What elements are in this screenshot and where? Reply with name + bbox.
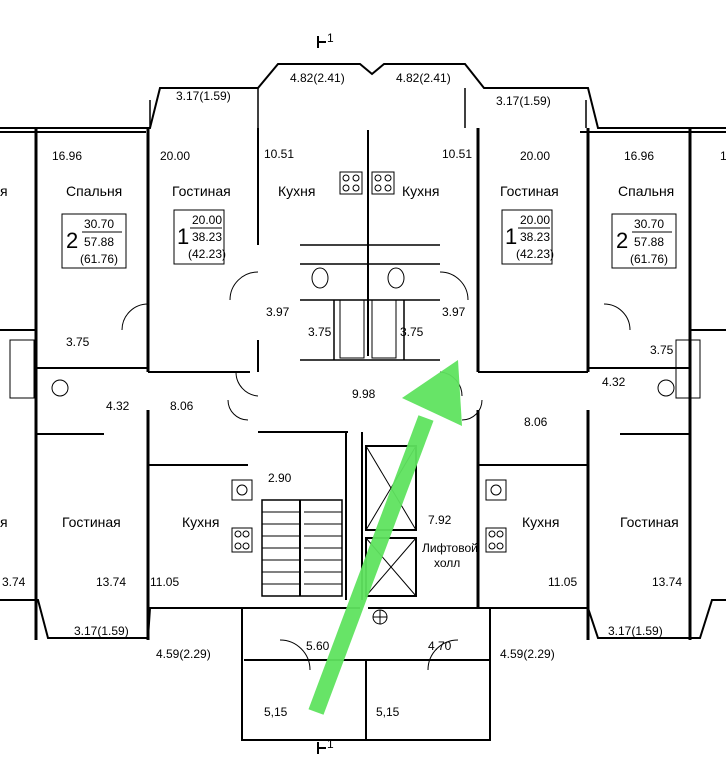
room-lift-hall-line2: холл — [434, 556, 460, 570]
apt-num-right-2: 2 — [616, 228, 628, 253]
area-hall-right: 3.97 — [442, 305, 466, 319]
apt-num-left-1: 1 — [177, 224, 189, 249]
entrance-arrow — [308, 360, 462, 715]
apt-top-right-2: 30.70 — [634, 217, 664, 231]
apt-bot-right-1: (42.23) — [516, 247, 554, 261]
balcony-top-1: 3.17(1.59) — [176, 89, 231, 103]
balcony-bottom-2: 4.59(2.29) — [156, 647, 211, 661]
apt-top-right-1: 20.00 — [520, 213, 550, 227]
area-kitchen-left: 10.51 — [264, 147, 294, 161]
area-corr-right: 4.32 — [602, 375, 626, 389]
section-mark-bottom: 1 — [327, 737, 334, 751]
arrow-shaft — [308, 415, 434, 715]
area-kitchen-low-left: 11.05 — [150, 575, 179, 589]
apt-num-left-2: 2 — [66, 228, 78, 253]
area-porch-left: 5,15 — [264, 705, 288, 719]
arrow-head — [402, 360, 462, 426]
room-living-low-left: Гостиная — [62, 514, 121, 530]
area-porch-right: 5,15 — [376, 705, 400, 719]
area-bedroom-left: 16.96 — [52, 149, 82, 163]
area-living-left: 20.00 — [160, 149, 190, 163]
balcony-top-3: 4.82(2.41) — [396, 71, 451, 85]
area-corridor: 9.98 — [352, 387, 376, 401]
edge-fragment-right-1: 1 — [720, 149, 726, 163]
balcony-top-2: 4.82(2.41) — [290, 71, 345, 85]
room-living-left: Гостиная — [172, 183, 231, 199]
room-living-right: Гостиная — [500, 183, 559, 199]
apt-bot-left-1: (42.23) — [188, 247, 226, 261]
area-living-low-right: 13.74 — [652, 575, 682, 589]
edge-fragment-left-1: я — [0, 183, 8, 199]
area-lift-hall: 7.92 — [428, 513, 452, 527]
area-vestibule: 5.60 — [306, 639, 330, 653]
apt-bot-left-2: (61.76) — [80, 252, 118, 266]
room-living-low-right: Гостиная — [620, 514, 679, 530]
apt-label-right-2: 2 30.70 57.88 (61.76) — [611, 213, 677, 269]
area-entry-left: 8.06 — [170, 399, 194, 413]
balcony-bottom-1: 3.17(1.59) — [74, 624, 129, 638]
fixtures — [9, 171, 701, 625]
area-living-right: 20.00 — [520, 149, 550, 163]
area-bath-right: 3.75 — [400, 325, 424, 339]
area-hall-left: 3.97 — [266, 305, 290, 319]
apt-label-right-1: 1 20.00 38.23 (42.23) — [501, 209, 554, 265]
room-lift-hall-line1: Лифтовой — [422, 541, 478, 555]
walls — [0, 63, 726, 741]
room-bedroom-right: Спальня — [618, 183, 674, 199]
room-kitchen-right: Кухня — [402, 183, 439, 199]
apt-top-left-1: 20.00 — [192, 213, 222, 227]
apt-mid-left-1: 38.23 — [192, 230, 222, 244]
edge-fragment-left-2: я — [0, 514, 8, 530]
area-edge-left: 3.74 — [2, 575, 26, 589]
section-marks — [317, 36, 326, 754]
apt-top-left-2: 30.70 — [84, 217, 114, 231]
area-entry-right: 8.06 — [524, 415, 548, 429]
room-kitchen-low-right: Кухня — [522, 514, 559, 530]
area-living-low-left: 13.74 — [96, 575, 126, 589]
area-stair: 2.90 — [268, 471, 292, 485]
balcony-bottom-3: 4.59(2.29) — [500, 647, 555, 661]
area-tech-room: 4.70 — [428, 639, 452, 653]
apt-bot-right-2: (61.76) — [630, 252, 668, 266]
balcony-bottom-4: 3.17(1.59) — [608, 624, 663, 638]
area-bath-far-right: 3.75 — [650, 343, 674, 357]
area-kitchen-low-right: 11.05 — [548, 575, 577, 589]
apt-mid-right-1: 38.23 — [520, 230, 550, 244]
room-kitchen-low-left: Кухня — [182, 514, 219, 530]
balcony-top-4: 3.17(1.59) — [496, 94, 551, 108]
apt-num-right-1: 1 — [505, 224, 517, 249]
area-bath-far-left: 3.75 — [66, 335, 90, 349]
area-bath-left: 3.75 — [308, 325, 332, 339]
area-kitchen-right: 10.51 — [442, 147, 472, 161]
apt-mid-right-2: 57.88 — [634, 235, 664, 249]
room-kitchen-left: Кухня — [278, 183, 315, 199]
area-corr-left: 4.32 — [106, 399, 130, 413]
room-bedroom-left: Спальня — [66, 183, 122, 199]
area-bedroom-right: 16.96 — [624, 149, 654, 163]
apt-label-left-2: 2 30.70 57.88 (61.76) — [61, 213, 127, 269]
apt-mid-left-2: 57.88 — [84, 235, 114, 249]
apt-label-left-1: 1 20.00 38.23 (42.23) — [173, 209, 226, 265]
section-mark-top: 1 — [327, 31, 334, 45]
